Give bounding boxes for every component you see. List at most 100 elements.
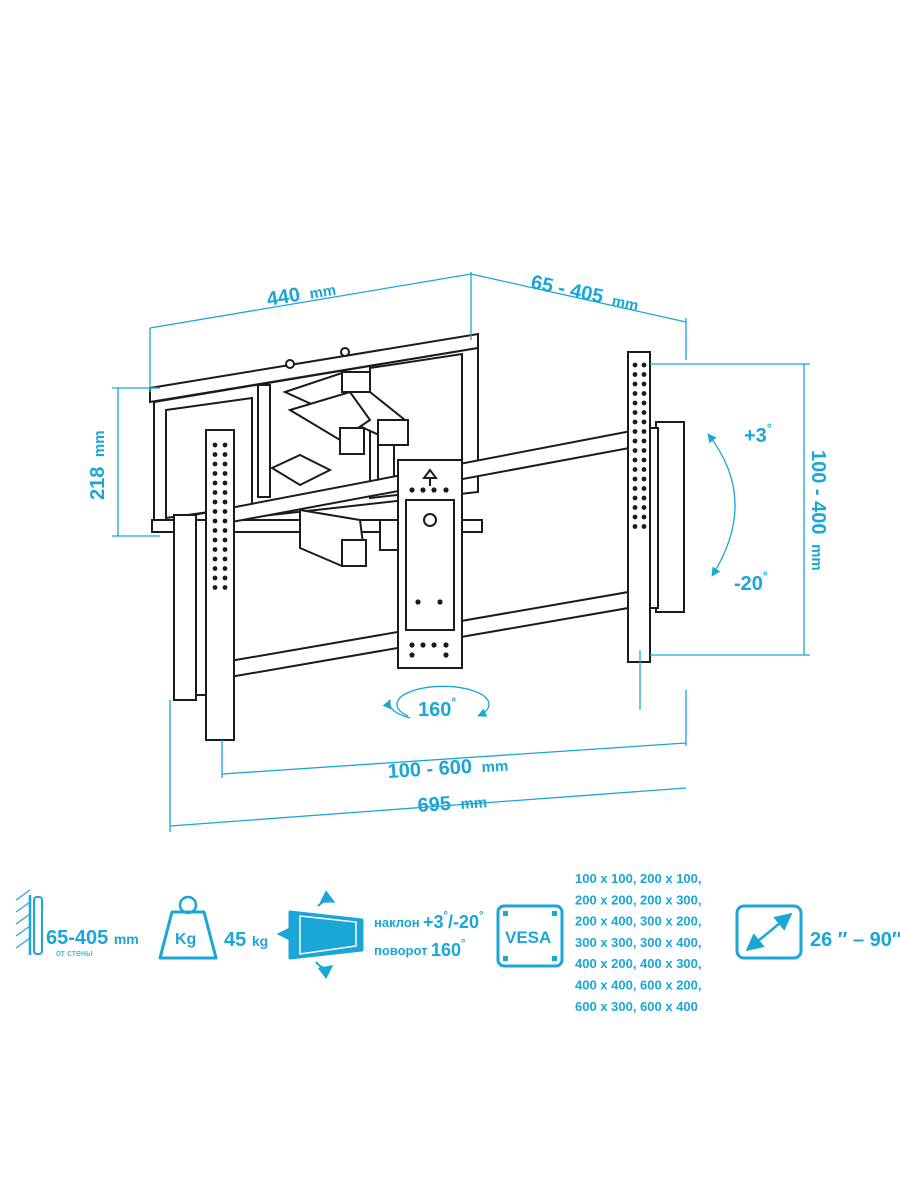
- swing-arm: [269, 347, 409, 568]
- mounting-hole: [222, 566, 228, 571]
- mounting-hole: [212, 518, 218, 524]
- dim-vesa-vertical-value: 100 - 400: [807, 450, 829, 535]
- mounting-hole: [222, 509, 228, 514]
- dim-total-width-unit: mm: [460, 794, 488, 813]
- load-badge: Kg: [175, 931, 196, 948]
- mounting-hole: [222, 547, 228, 552]
- mounting-hole: [632, 410, 638, 415]
- mounting-hole: [641, 429, 647, 434]
- mounting-hole: [431, 487, 437, 493]
- mounting-hole: [641, 457, 647, 463]
- mounting-hole: [415, 599, 421, 605]
- screen-size-value: 26 ″ – 90″: [810, 929, 900, 951]
- mounting-hole: [632, 438, 638, 444]
- mounting-hole: [641, 467, 647, 472]
- vesa-size-line: 400 x 200, 400 x 300,: [575, 956, 702, 971]
- left-bracket-holes: [212, 442, 228, 590]
- mounting-hole: [222, 537, 228, 543]
- mounting-hole: [632, 467, 638, 472]
- mounting-hole: [222, 499, 228, 505]
- mounting-hole: [632, 505, 638, 510]
- mounting-hole: [212, 461, 218, 467]
- dim-vesa-horizontal-value: 100 - 600: [387, 756, 473, 783]
- dim-vesa-horizontal-unit: mm: [481, 758, 509, 777]
- mounting-hole: [431, 642, 437, 648]
- svg-text:695 mm: 695 mm: [417, 790, 488, 817]
- svg-text:65 - 405 mm: 65 - 405 mm: [529, 271, 641, 315]
- mounting-hole: [632, 362, 638, 368]
- tilt-up-value: +3: [744, 425, 767, 447]
- mounting-hole: [632, 391, 638, 396]
- mounting-hole: [212, 480, 218, 486]
- vesa-size-line: 400 x 400, 600 x 200,: [575, 978, 702, 993]
- dim-height-left-unit: mm: [91, 430, 108, 457]
- mounting-hole: [443, 652, 449, 658]
- tilt-up-degree: °: [767, 421, 772, 435]
- svg-text:45 kg: 45 kg: [224, 929, 268, 951]
- mounting-hole: [641, 400, 647, 406]
- tilt-label: наклон: [374, 915, 420, 930]
- mounting-hole: [212, 509, 218, 514]
- dim-height-left-value: 218: [87, 467, 109, 500]
- mounting-hole: [632, 400, 638, 406]
- mounting-hole: [212, 585, 218, 590]
- mounting-hole: [222, 528, 228, 533]
- mounting-hole: [632, 495, 638, 501]
- spec-wall-distance: 65-405 mm от стены: [15, 889, 139, 958]
- svg-text:440 mm: 440 mm: [265, 278, 337, 311]
- mounting-hole: [420, 642, 426, 648]
- tv-frame: [173, 351, 685, 741]
- svg-text:-20°: -20°: [734, 569, 768, 595]
- mounting-hole: [641, 505, 647, 510]
- mounting-hole: [212, 556, 218, 562]
- tilt-spec-up: +3: [423, 912, 444, 932]
- vesa-size-line: 100 x 100, 200 x 100,: [575, 871, 702, 886]
- mounting-hole: [641, 486, 647, 491]
- mounting-hole: [641, 372, 647, 377]
- wall-distance-value: 65-405: [46, 927, 108, 949]
- mounting-hole: [212, 537, 218, 543]
- wall-distance-unit: mm: [114, 931, 139, 947]
- mounting-hole: [212, 452, 218, 457]
- swivel-degree: °: [451, 695, 456, 709]
- mounting-hole: [409, 652, 415, 658]
- mounting-hole: [212, 499, 218, 505]
- dim-top-width: 440 mm: [149, 272, 472, 392]
- mounting-hole: [632, 514, 638, 520]
- tilt-down-value: -20: [734, 573, 763, 595]
- wall-hatch-icon: [15, 889, 43, 955]
- svg-text:100 - 400 mm: 100 - 400 mm: [807, 450, 829, 571]
- mounting-hole: [437, 599, 443, 605]
- load-value: 45: [224, 929, 246, 951]
- mounting-hole: [222, 518, 228, 524]
- mounting-hole: [632, 476, 638, 482]
- dim-depth: 65 - 405 mm: [470, 271, 687, 360]
- mounting-hole: [222, 585, 228, 590]
- mounting-hole: [632, 486, 638, 491]
- mounting-hole: [641, 381, 647, 387]
- spec-screen-size: 26 ″ – 90″: [735, 904, 900, 960]
- mounting-hole: [222, 442, 228, 448]
- mounting-hole: [222, 556, 228, 562]
- svg-text:160°: 160°: [431, 938, 465, 960]
- tilt-down-degree: °: [763, 569, 768, 583]
- mounting-hole: [641, 514, 647, 520]
- dim-height-left: 218 mm: [87, 387, 160, 537]
- right-bracket-holes: [632, 362, 647, 529]
- mounting-hole: [632, 372, 638, 377]
- mounting-hole: [212, 490, 218, 495]
- mounting-hole: [641, 495, 647, 501]
- spec-tilt-swivel: наклон +3°/-20° поворот 160°: [276, 890, 483, 980]
- tilt-spec-degree-1: °: [444, 910, 448, 922]
- mounting-hole: [409, 642, 415, 648]
- dim-top-width-unit: mm: [308, 282, 337, 303]
- dim-depth-unit: mm: [610, 293, 640, 315]
- swivel-spec-degree: °: [461, 938, 465, 950]
- svg-text:65-405 mm: 65-405 mm: [46, 927, 139, 949]
- tv-tilt-icon: [276, 890, 364, 980]
- vesa-size-line: 200 x 400, 300 x 200,: [575, 914, 702, 929]
- swivel-arrow: 160°: [382, 685, 490, 721]
- mounting-hole: [632, 419, 638, 425]
- vesa-size-line: 200 x 200, 200 x 300,: [575, 892, 702, 907]
- svg-text:+3°/-20°: +3°/-20°: [423, 910, 483, 932]
